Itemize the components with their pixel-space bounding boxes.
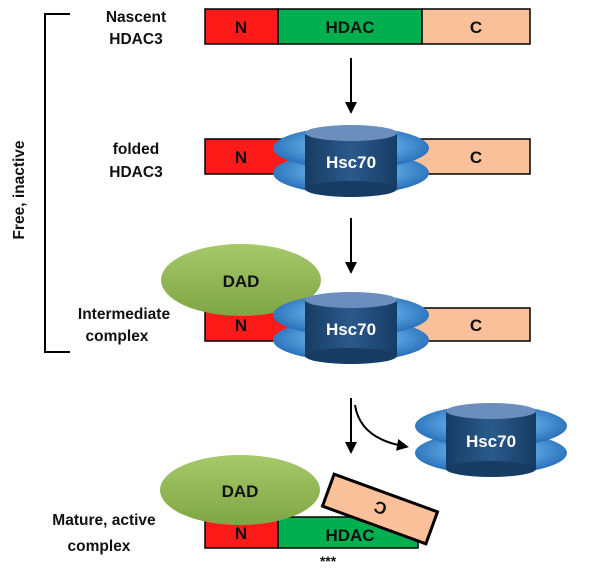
side-label: Free, inactive bbox=[11, 140, 28, 239]
dad-domain-mature: DAD bbox=[160, 455, 320, 525]
dad-label: DAD bbox=[223, 272, 260, 291]
c-domain-rotated-label: C bbox=[371, 497, 389, 519]
hsc70-chaperone-folded: Hsc70 bbox=[273, 125, 429, 197]
n-domain-label: N bbox=[235, 148, 247, 167]
stage-intermediate-line1: Intermediate bbox=[78, 306, 171, 323]
c-domain-label: C bbox=[470, 18, 482, 37]
c-domain bbox=[421, 8, 531, 45]
stage-folded-line1: folded bbox=[113, 141, 160, 158]
n-domain-label: N bbox=[235, 524, 247, 543]
hdac-domain bbox=[277, 8, 423, 45]
nascent-hdac3-bar: N HDAC C bbox=[204, 8, 531, 45]
stage-nascent-line1: Nascent bbox=[106, 9, 166, 26]
hsc70-label: Hsc70 bbox=[326, 320, 376, 339]
c-domain-rotated: C bbox=[320, 472, 440, 546]
n-domain-label: N bbox=[235, 18, 247, 37]
stage-mature-line1: Mature, active bbox=[52, 512, 156, 529]
activity-annotation: *** bbox=[320, 553, 337, 569]
stage-mature-line2: complex bbox=[68, 538, 131, 555]
hsc70-label: Hsc70 bbox=[466, 432, 516, 451]
stage-nascent-line2: HDAC3 bbox=[109, 31, 163, 48]
hsc70-chaperone-released: Hsc70 bbox=[415, 403, 567, 477]
release-arrow bbox=[354, 404, 409, 451]
hdac-domain-label: HDAC bbox=[325, 18, 374, 37]
n-domain-label: N bbox=[235, 316, 247, 335]
stage-intermediate-line2: complex bbox=[86, 328, 149, 345]
c-domain-label: C bbox=[470, 316, 482, 335]
c-domain-label: C bbox=[470, 148, 482, 167]
free-inactive-bracket bbox=[44, 13, 70, 353]
hdac-domain-label: HDAC bbox=[325, 526, 374, 545]
dad-label: DAD bbox=[222, 482, 259, 501]
hsc70-chaperone-intermediate: Hsc70 bbox=[273, 292, 429, 364]
stage-folded-line2: HDAC3 bbox=[109, 164, 163, 181]
n-domain bbox=[204, 8, 279, 45]
dad-domain-intermediate: DAD bbox=[161, 244, 321, 316]
hsc70-label: Hsc70 bbox=[326, 153, 376, 172]
